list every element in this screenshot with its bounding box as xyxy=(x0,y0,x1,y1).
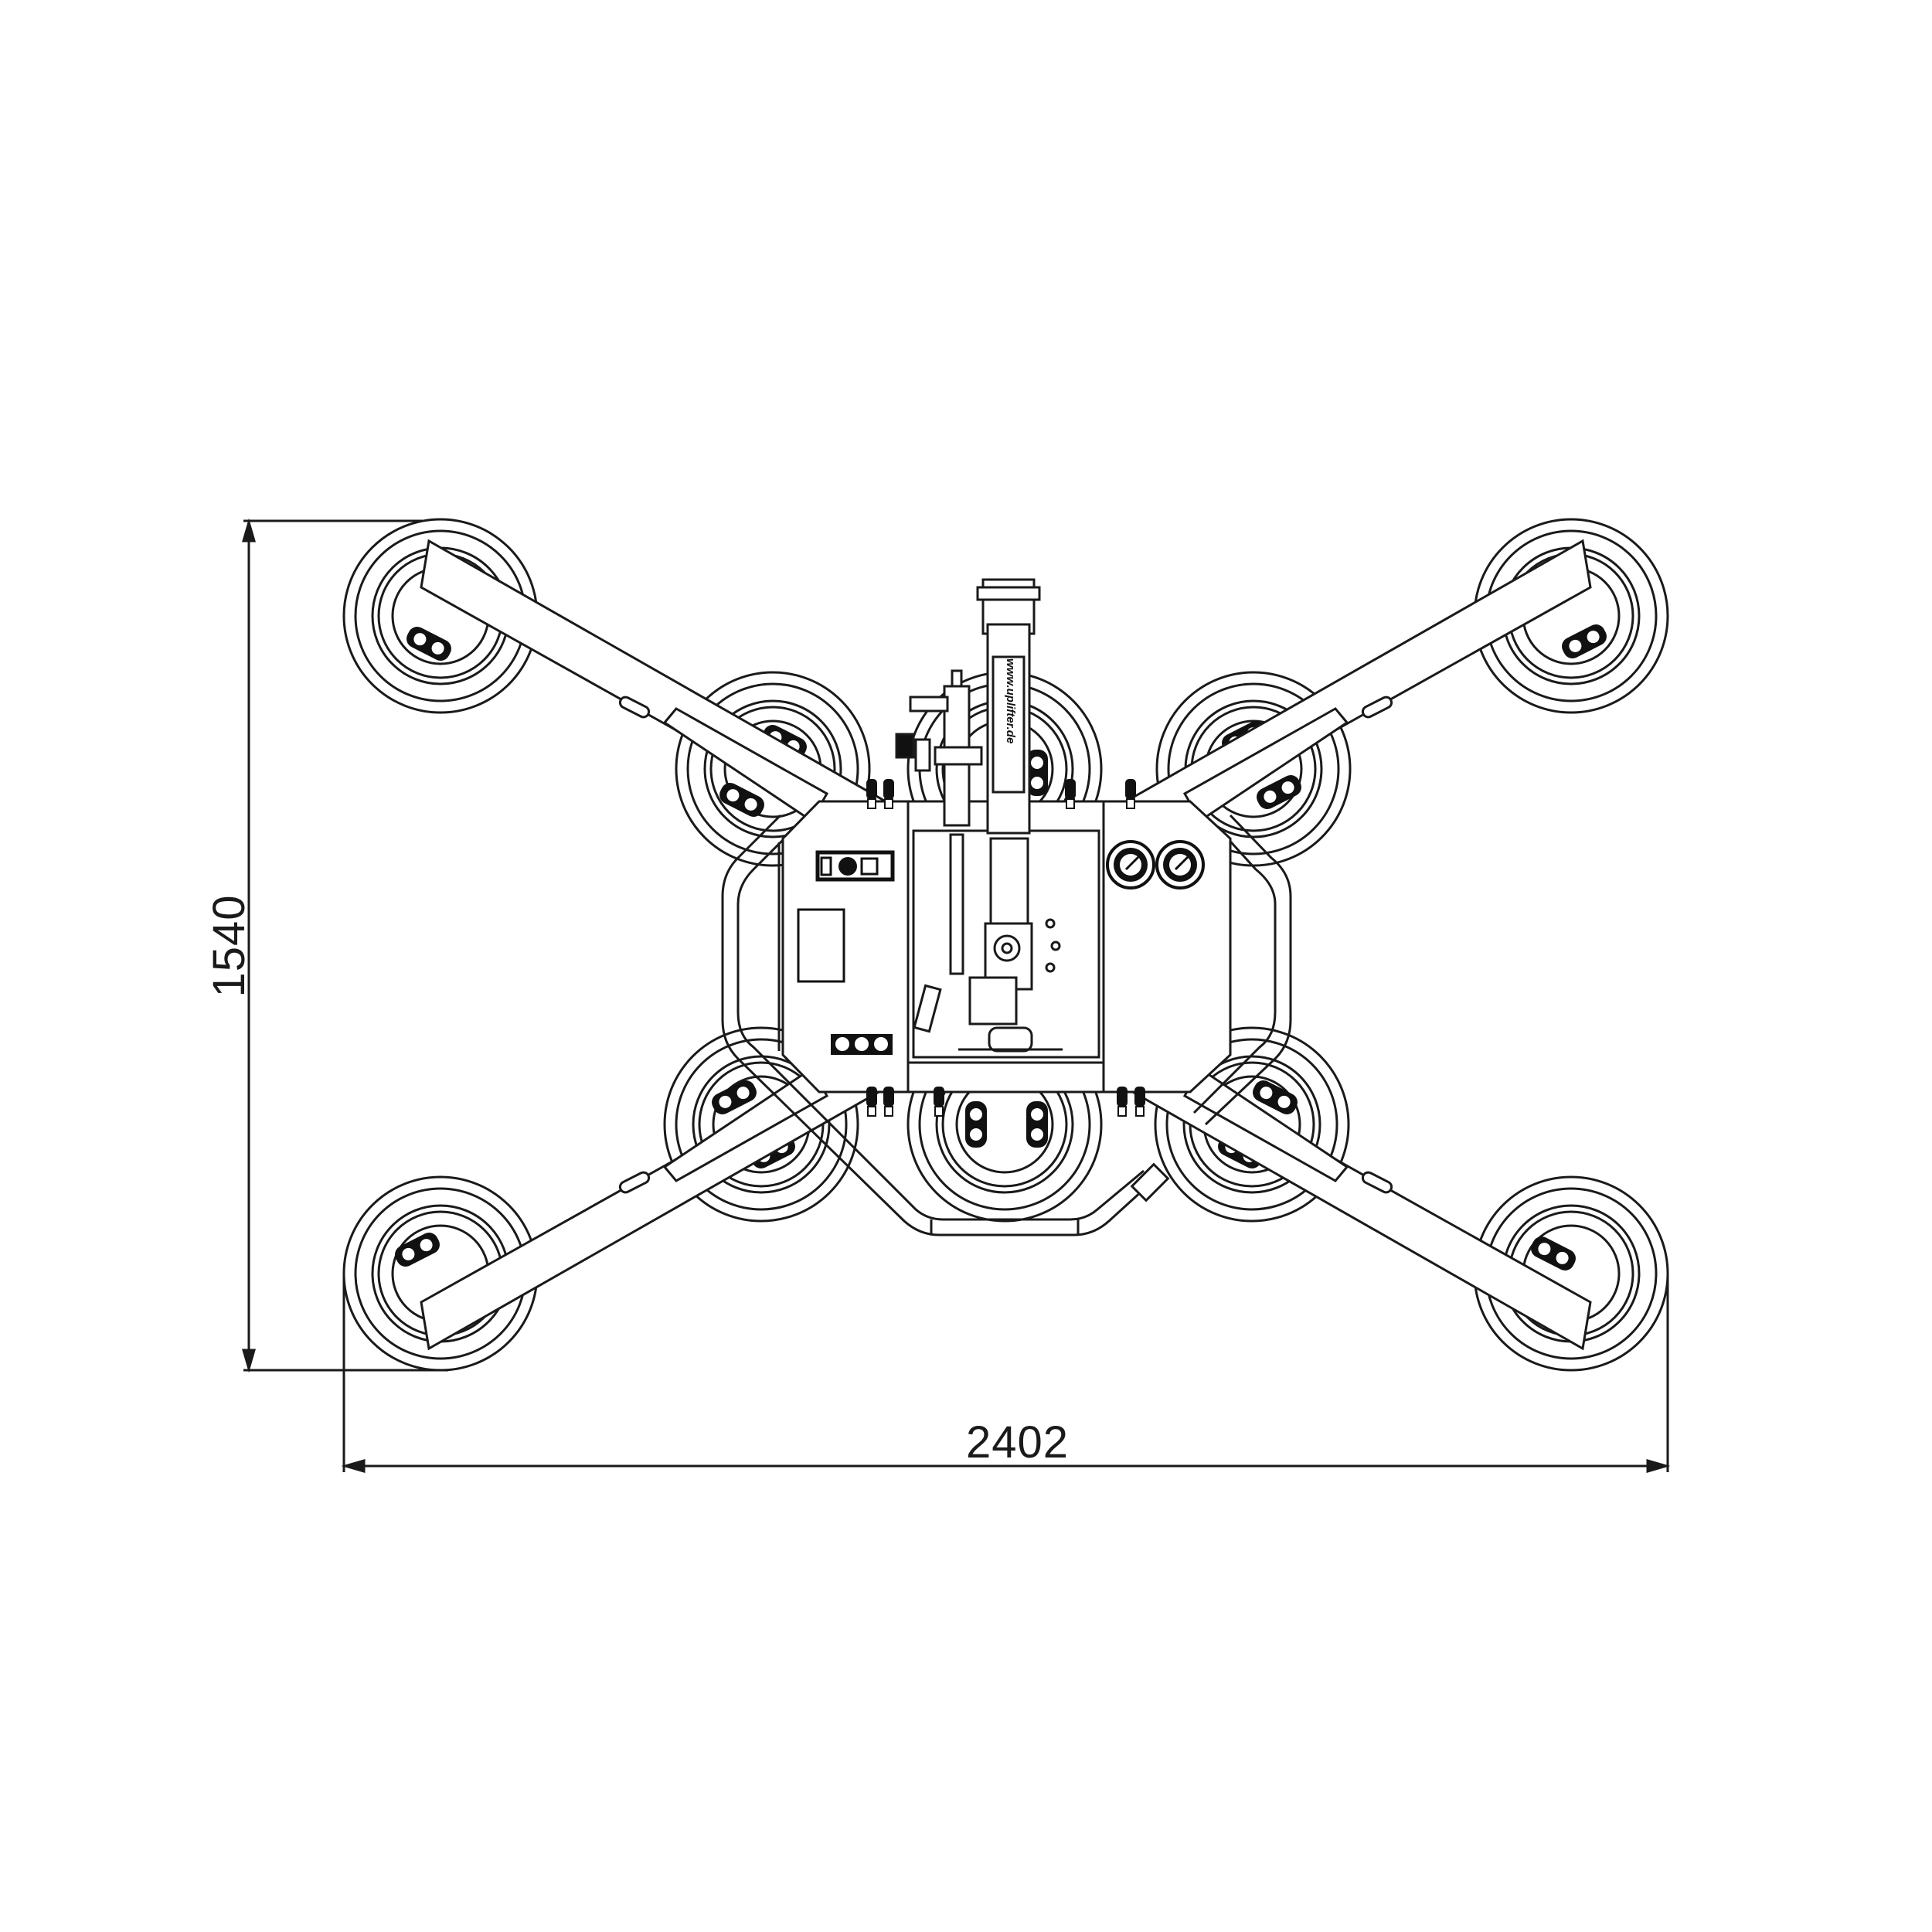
dimension-lines xyxy=(242,518,1671,1473)
lifting-post xyxy=(895,578,1041,1026)
label-plate xyxy=(797,908,845,983)
vacuum-gauge-1 xyxy=(1106,840,1155,889)
left-panel xyxy=(797,850,895,1055)
arm-slots xyxy=(618,696,1393,1194)
control-knob xyxy=(838,857,857,876)
post-brand-label: www.uplifter.de xyxy=(1004,658,1017,744)
vacuum-gauge-2 xyxy=(1155,840,1205,889)
cavity-details xyxy=(913,918,1063,1053)
arms xyxy=(420,539,1592,1351)
dimension-width-label: 2402 xyxy=(966,1417,1070,1468)
dimension-height-label: 1540 xyxy=(204,894,254,998)
handle-frame xyxy=(721,814,1292,1236)
arm-clamps xyxy=(662,707,1349,1182)
